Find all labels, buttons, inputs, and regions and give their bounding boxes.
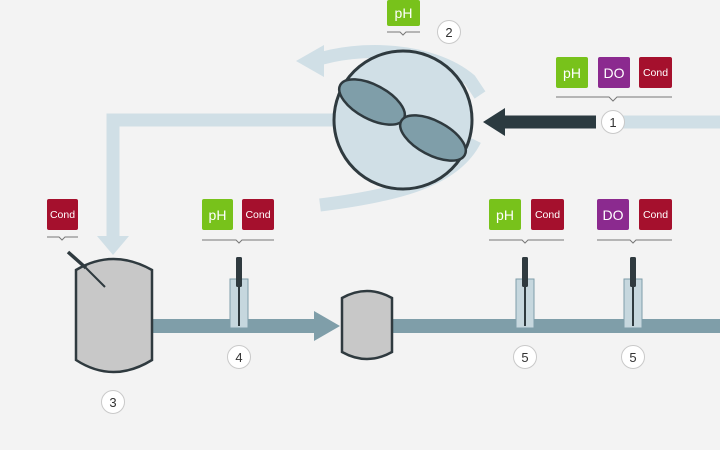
badge-ph-inlet: pH [556,57,588,88]
badge-ph-sensor-5a: pH [489,199,521,230]
marker-4: 4 [227,345,251,369]
inline-sensor-5a [515,257,535,329]
badge-cond-sensor-5b: Cond [639,199,672,230]
callout-bracket-inlet [556,96,672,102]
badge-cond-inlet: Cond [639,57,672,88]
marker-3: 3 [101,390,125,414]
tank-middle [340,289,394,361]
callout-bracket-sensor-5b [597,239,672,244]
badge-cond-sensor-5a: Cond [531,199,564,230]
tank-probe [66,250,106,288]
return-pipe-arrowhead [97,236,129,255]
badge-cond-sensor-4: Cond [242,199,274,230]
badge-do-inlet: DO [598,57,630,88]
marker-2: 2 [437,20,461,44]
callout-bracket-vessel [387,31,420,36]
badge-ph-sensor-4: pH [202,199,233,230]
marker-5a: 5 [513,345,537,369]
tank-left [74,257,154,374]
badge-cond-tank: Cond [47,199,78,230]
recycle-pipe-arrowhead [296,45,324,77]
main-pipe-arrowhead [314,311,340,341]
marker-1: 1 [601,110,625,134]
inline-sensor-4 [229,257,249,329]
inlet-arrow-head [483,108,505,136]
inline-sensor-5b [623,257,643,329]
badge-ph-vessel: pH [387,0,420,26]
callout-bracket-tank [47,236,78,241]
callout-bracket-sensor-5a [489,239,564,244]
circular-vessel [332,49,474,191]
return-pipe [106,113,342,238]
marker-5b: 5 [621,345,645,369]
callout-bracket-sensor-4 [202,239,274,244]
badge-do-sensor-5b: DO [597,199,629,230]
